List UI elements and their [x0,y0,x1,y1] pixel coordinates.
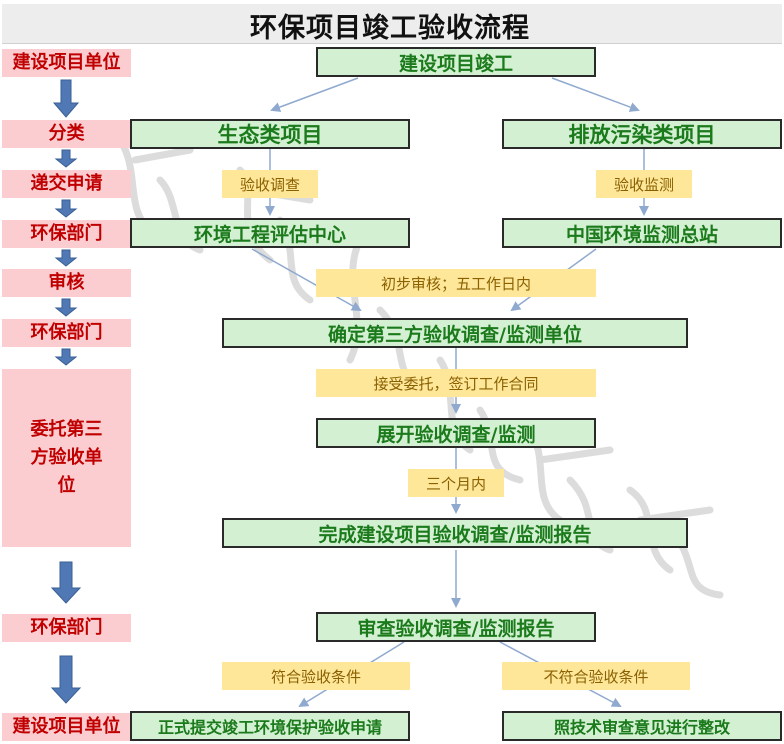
note-acceptance-monitoring: 验收监测 [596,170,692,198]
note-unqualified: 不符合验收条件 [502,662,690,690]
title-bar [2,4,782,44]
note-acceptance-survey: 验收调查 [222,170,318,198]
note-three-months: 三个月内 [408,469,504,497]
note-preliminary-review: 初步审核；五工作日内 [316,269,596,297]
stage-construction-unit: 建设项目单位 [2,49,131,77]
box-project-completion: 建设项目竣工 [316,47,596,77]
box-ecological-project: 生态类项目 [130,119,410,149]
box-determine-third-party: 确定第三方验收调查/监测单位 [222,318,688,348]
box-monitoring-station: 中国环境监测总站 [502,218,782,248]
stage-environmental-dept-2: 环保部门 [2,319,131,347]
note-qualified: 符合验收条件 [222,662,410,690]
stage-environmental-dept-3: 环保部门 [2,614,131,642]
box-pollution-project: 排放污染类项目 [502,119,782,149]
box-start-survey: 展开验收调查/监测 [316,418,596,448]
stage-submit-application: 递交申请 [2,170,131,198]
stage-environmental-dept-1: 环保部门 [2,220,131,248]
stage-classification: 分类 [2,120,131,148]
box-rectify: 照技术审查意见进行整改 [502,711,782,741]
box-finish-report: 完成建设项目验收调查/监测报告 [222,518,688,548]
stage-review: 审核 [2,269,131,297]
box-eval-center: 环境工程评估中心 [130,218,410,248]
box-review-report: 审查验收调查/监测报告 [316,612,596,642]
box-submit-acceptance: 正式提交竣工环境保护验收申请 [130,711,410,741]
stage-construction-unit-final: 建设项目单位 [2,713,131,741]
page-title: 环保项目竣工验收流程 [250,13,530,44]
note-accept-commission: 接受委托，签订工作合同 [316,369,596,397]
stage-third-party-unit: 委托第三方验收单位 [2,369,131,547]
